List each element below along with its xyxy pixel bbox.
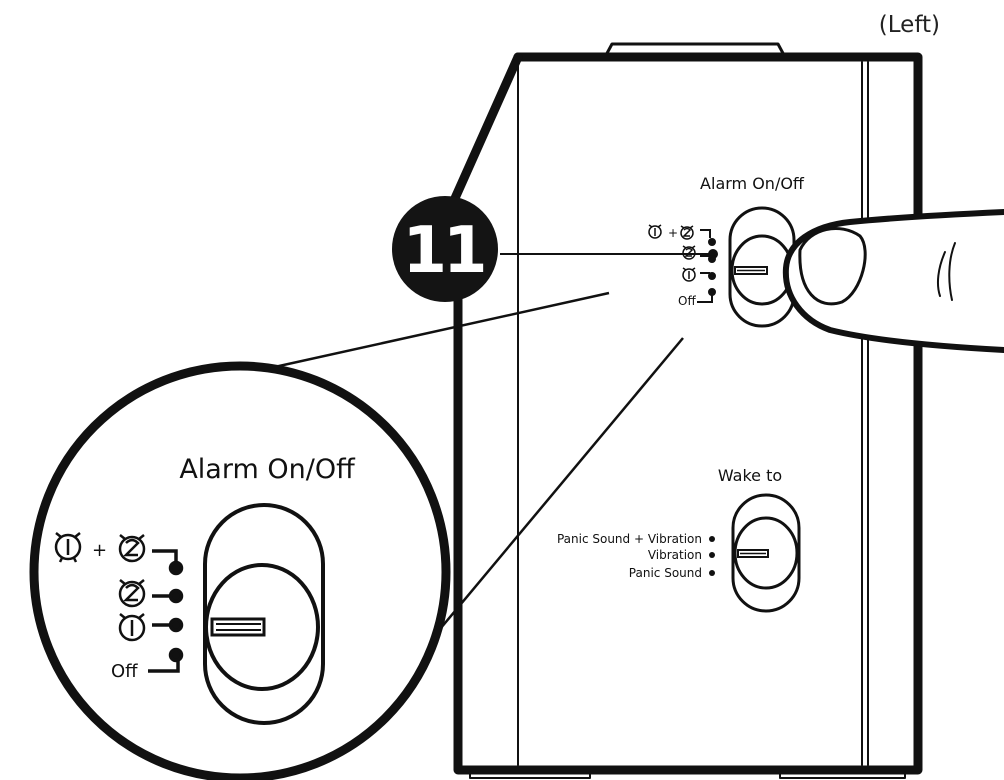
- alarm-position-icons-small: [648, 224, 696, 282]
- alarm-plus-zoomed: +: [92, 540, 107, 561]
- wake-option-vibration: Vibration: [648, 548, 702, 562]
- finger-illustration: [782, 209, 1004, 353]
- callout-number: 11: [402, 214, 484, 288]
- callout-badge: 11: [392, 196, 498, 302]
- alarm-position-indicators-small: [697, 229, 716, 303]
- alarm-position-indicators-zoomed: [148, 549, 184, 673]
- wake-switch-title: Wake to: [718, 466, 782, 485]
- alarm-switch-zoomed[interactable]: [203, 503, 325, 725]
- wake-option-dot-3: [709, 570, 715, 576]
- wake-option-panic-vibration: Panic Sound + Vibration: [557, 532, 702, 546]
- wake-option-dot-1: [709, 536, 715, 542]
- device-body: [447, 42, 923, 779]
- wake-option-dot-2: [709, 552, 715, 558]
- wake-switch[interactable]: [731, 493, 801, 613]
- zoom-cone: [269, 291, 684, 654]
- alarm-plus-small: +: [668, 226, 678, 240]
- alarm-off-label-small: Off: [678, 294, 696, 308]
- alarm-switch-title: Alarm On/Off: [700, 174, 805, 193]
- alarm-switch-small[interactable]: [728, 206, 796, 328]
- wake-option-panic-sound: Panic Sound: [629, 566, 702, 580]
- alarm-position-icons-zoomed: [54, 532, 146, 642]
- side-label: (Left): [879, 12, 940, 38]
- alarm-off-label-zoomed: Off: [111, 661, 138, 682]
- alarm-switch-title-zoomed: Alarm On/Off: [179, 454, 356, 485]
